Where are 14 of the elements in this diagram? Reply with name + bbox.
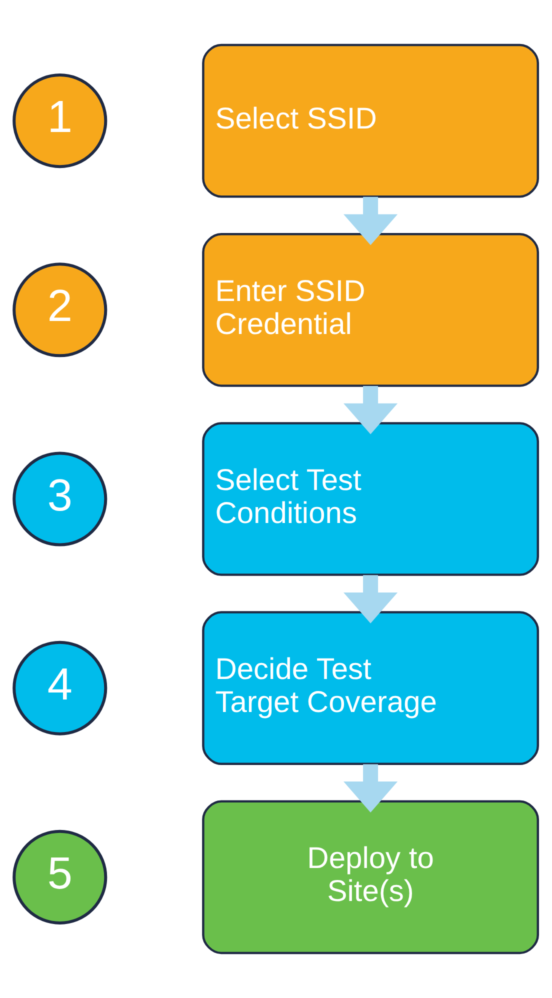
node-circle: 3 [12, 452, 108, 546]
node-circle: 5 [12, 830, 108, 924]
node-box: Decide Test Target Coverage [202, 611, 540, 766]
node-circle: 2 [12, 262, 108, 358]
node-box: Select SSID [202, 44, 540, 198]
node-box: Select Test Conditions [202, 422, 540, 576]
node-circle: 1 [12, 74, 108, 168]
node-box: Enter SSID Credential [202, 232, 540, 387]
arrow [344, 575, 398, 624]
node-circle: 4 [12, 640, 108, 736]
node-box: Deploy to Site(s) [202, 800, 540, 954]
arrow [344, 386, 398, 434]
arrow [344, 196, 398, 246]
arrow [344, 764, 398, 812]
